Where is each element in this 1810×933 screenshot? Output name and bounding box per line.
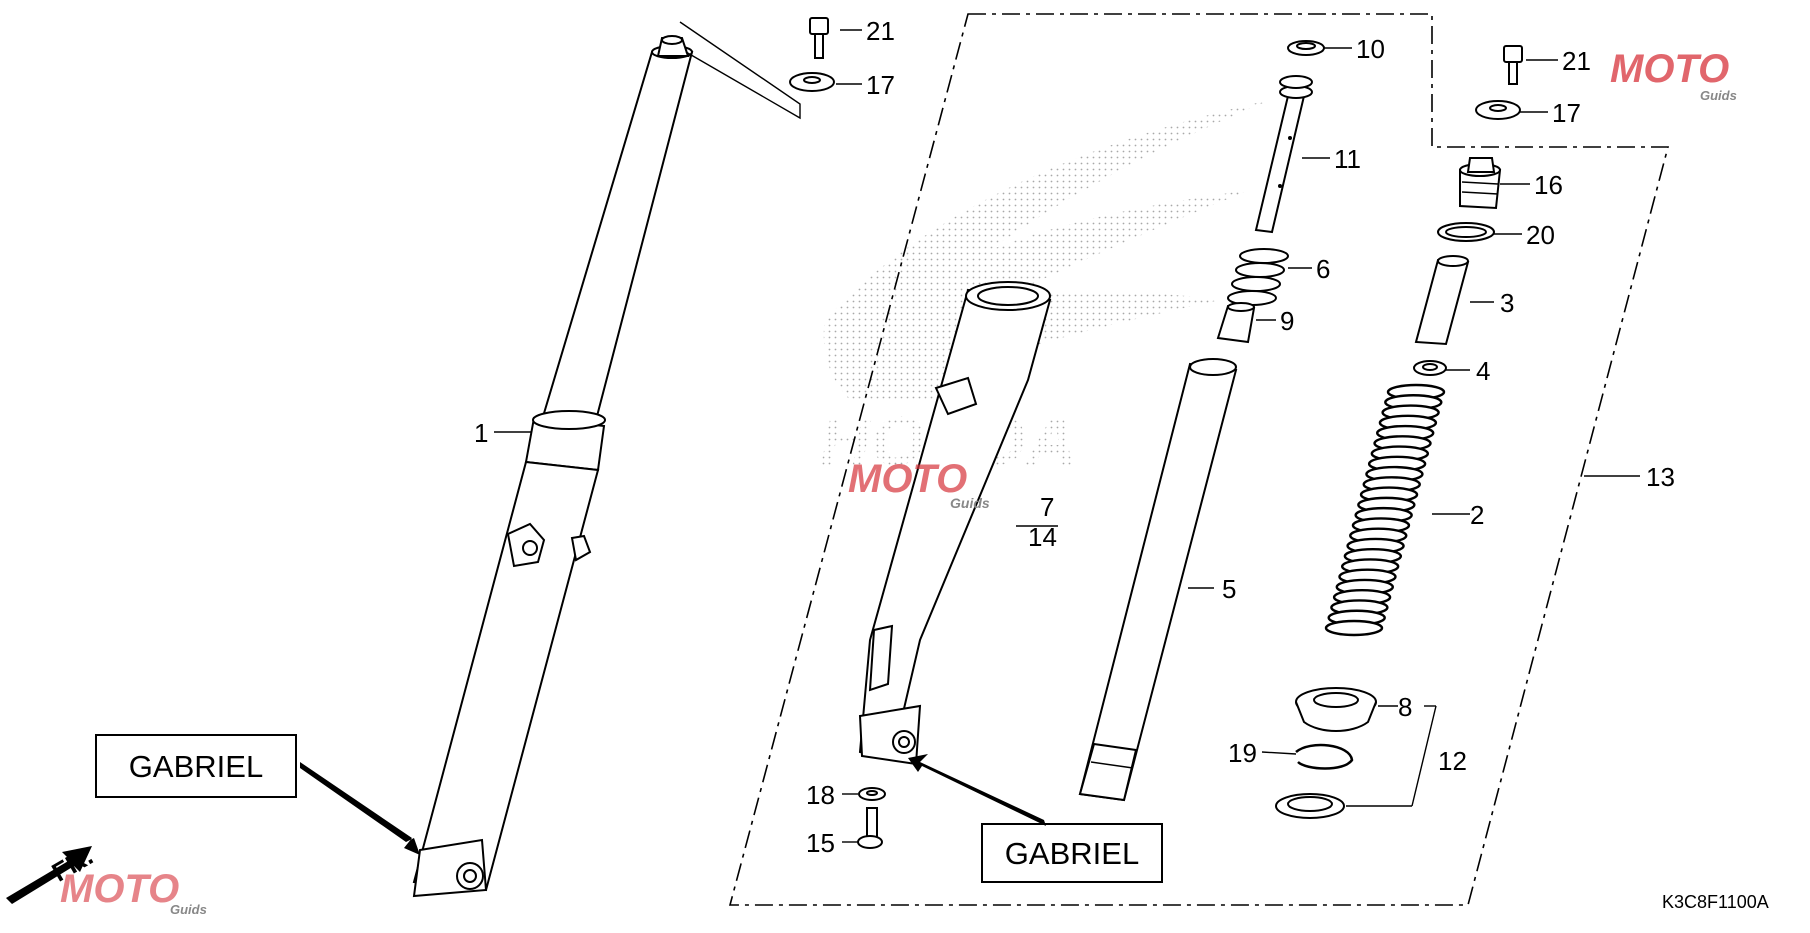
spring-coil: [1324, 619, 1384, 637]
callouts: 1 2 3 4 5 6 7 8 9 10 11 12 13 14 15 16 1…: [474, 16, 1675, 858]
watermark-sub-bottom: Guids: [170, 902, 207, 917]
diagram-code: K3C8F1100A: [1662, 892, 1769, 912]
bolt-21-left: [809, 17, 829, 59]
washer-18: [858, 787, 886, 801]
damper-tube-11: [1254, 75, 1313, 234]
clip-19: [1295, 743, 1354, 770]
fork-cap-16: [1459, 157, 1502, 210]
bolt-21-right: [1503, 45, 1523, 85]
assembly-boundary: [728, 13, 1670, 906]
leader-lines: [494, 29, 1640, 843]
gabriel-text-left: GABRIEL: [129, 749, 263, 784]
watermark-sub-top: Guids: [1700, 88, 1737, 103]
callout-7: 7: [1040, 492, 1054, 522]
moto-watermark-bottom-left: MOTO Guids: [60, 867, 207, 917]
callout-13: 13: [1646, 462, 1675, 492]
seal-10: [1287, 40, 1325, 56]
oil-seal-8: [1295, 687, 1377, 732]
callout-6: 6: [1316, 254, 1330, 284]
callout-3: 3: [1500, 288, 1514, 318]
watermark-word-center: MOTO: [848, 457, 967, 501]
callout-15: 15: [806, 828, 835, 858]
callout-19: 19: [1228, 738, 1257, 768]
washer-4: [1413, 360, 1447, 376]
outer-tube-7: [858, 281, 1052, 766]
washer-17-right: [1475, 100, 1521, 120]
watermark-sub-center: Guids: [950, 495, 990, 511]
o-ring-20: [1437, 222, 1495, 242]
callout-17-right: 17: [1552, 98, 1581, 128]
callout-11: 11: [1334, 144, 1361, 174]
callout-21-left: 21: [866, 16, 895, 46]
fork-spring-2: [1324, 383, 1446, 637]
callout-4: 4: [1476, 356, 1490, 386]
callout-20: 20: [1526, 220, 1555, 250]
callout-1: 1: [474, 418, 488, 448]
moto-watermark-center: MOTO Guids: [848, 457, 990, 511]
callout-5: 5: [1222, 574, 1236, 604]
callout-12: 12: [1438, 746, 1467, 776]
watermark-word-top: MOTO: [1610, 47, 1729, 91]
watermark-word-bottom: MOTO: [60, 867, 179, 911]
callout-16: 16: [1534, 170, 1563, 200]
callout-14: 14: [1028, 522, 1057, 552]
piece-9: [1216, 302, 1256, 344]
washer-17-left: [789, 72, 835, 92]
gabriel-text-center: GABRIEL: [1005, 836, 1139, 871]
rebound-spring-6: [1227, 248, 1289, 306]
callout-9: 9: [1280, 306, 1294, 336]
callout-21-right: 21: [1562, 46, 1591, 76]
callout-2: 2: [1470, 500, 1484, 530]
fork-leg-assembly: [412, 35, 694, 898]
collar-3: [1414, 255, 1470, 346]
dust-seal-12: [1275, 793, 1345, 819]
callout-10: 10: [1356, 34, 1385, 64]
gabriel-label-center: GABRIEL: [908, 754, 1163, 883]
callout-18: 18: [806, 780, 835, 810]
moto-watermark-top-right: MOTO Guids: [1610, 47, 1737, 103]
callout-8: 8: [1398, 692, 1412, 722]
gabriel-label-left: GABRIEL: [95, 734, 420, 855]
leader-fork-top: [679, 21, 801, 120]
bolt-15: [857, 807, 883, 849]
callout-17-left: 17: [866, 70, 895, 100]
inner-tube-5: [1078, 358, 1238, 802]
